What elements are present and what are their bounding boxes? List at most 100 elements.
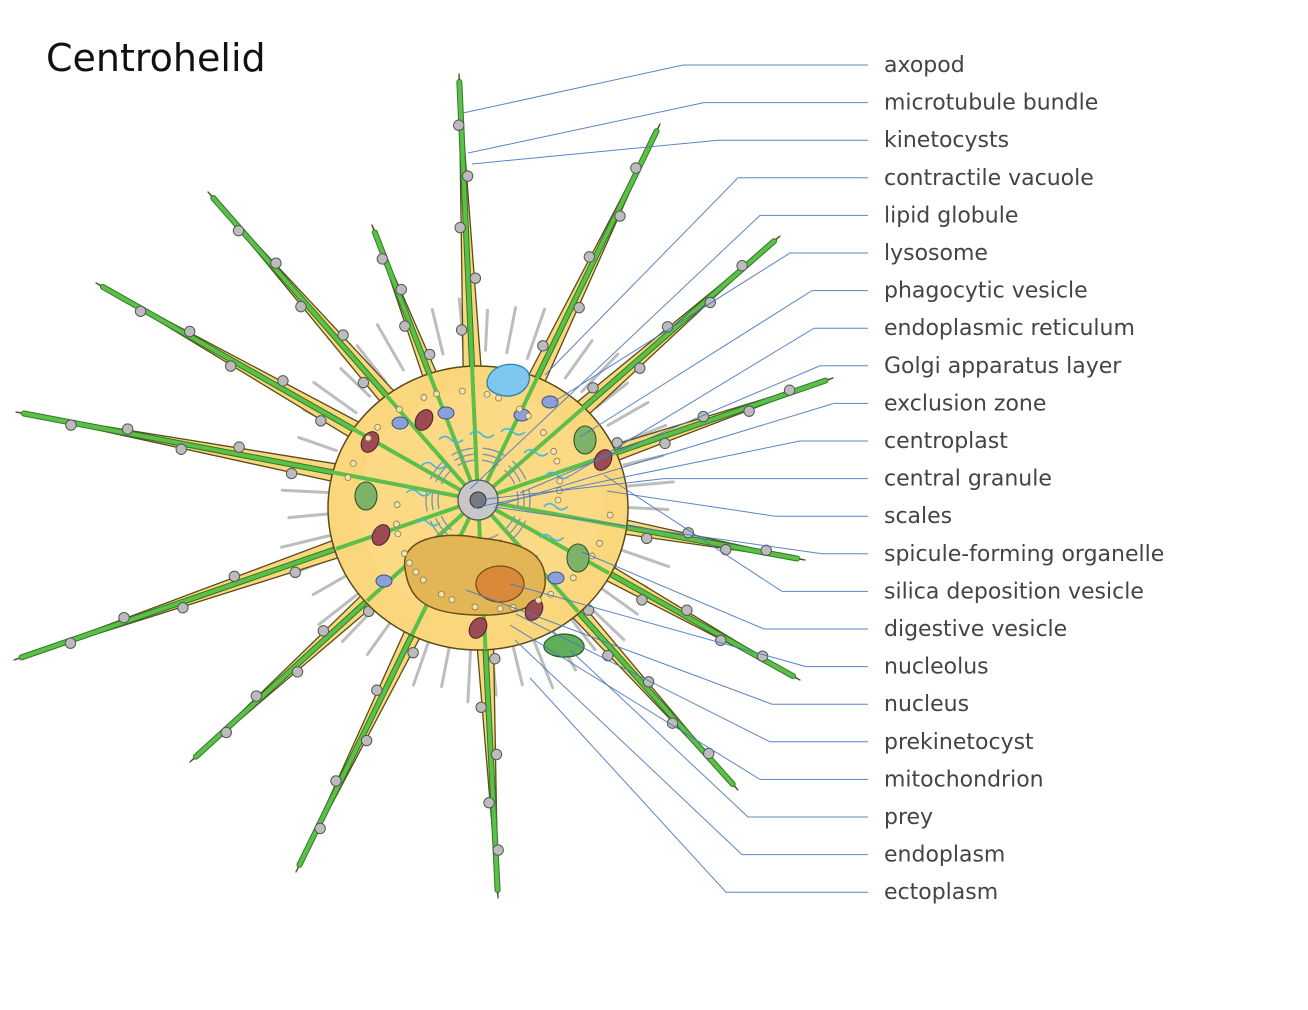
golgi-cisterna (425, 488, 428, 512)
kinetocyst (469, 272, 482, 284)
scale-spicule (531, 637, 555, 690)
cytoplasmic-granule (349, 460, 357, 467)
scale-spicule (339, 367, 372, 398)
cytoplasmic-granule (374, 423, 381, 431)
cytoplasmic-granule (496, 605, 504, 613)
endoplasmic-reticulum-tubule (469, 430, 495, 439)
kinetocyst (423, 348, 436, 361)
cytoplasmic-granule (550, 447, 558, 455)
endoplasmic-reticulum-tubule (415, 518, 441, 527)
cytoplasmic-granule (569, 574, 577, 582)
golgi-cisterna (511, 520, 527, 540)
kinetocyst (583, 251, 596, 263)
endoplasmic-reticulum-tubule (538, 533, 564, 542)
scale-spicule (626, 505, 670, 511)
endoplasmic-reticulum-tubule (421, 461, 447, 470)
golgi-cisterna (503, 469, 516, 485)
kinetocyst (270, 257, 282, 269)
cytoplasmic-granule (553, 457, 561, 465)
kinetocyst (760, 544, 772, 556)
scale-spicule (297, 435, 338, 453)
scale-spicule (317, 590, 362, 626)
golgi-cisterna (516, 491, 519, 509)
label-digestive-vesicle: digestive vesicle (884, 617, 1067, 642)
lysosome-shape (371, 524, 391, 546)
nucleolus-shape (475, 565, 525, 603)
leader-line-kinetocysts (471, 139, 868, 165)
golgi-cisterna (503, 515, 516, 531)
kinetocyst (357, 376, 370, 389)
kinetocyst (636, 594, 648, 606)
contractile-vacuole-shape (486, 363, 530, 397)
golgi-cisterna (431, 489, 434, 511)
label-nucleolus: nucleolus (884, 655, 989, 680)
kinetocyst (277, 375, 289, 387)
kinetocyst (630, 162, 642, 174)
scale-spicule (287, 512, 331, 520)
kinetocyst (659, 437, 671, 450)
kinetocyst (537, 340, 549, 352)
kinetocyst (736, 260, 748, 272)
scale-spicule (311, 573, 350, 597)
cytoplasmic-granule (393, 520, 400, 528)
kinetocyst (489, 653, 501, 665)
leader-line-exclusion-zone (495, 402, 868, 507)
leader-line-silica-deposition-vesicle (603, 474, 868, 592)
endoplasmic-reticulum-tubule (405, 489, 431, 497)
cytoplasmic-granule (419, 576, 427, 584)
scale-spicule (280, 488, 330, 495)
kinetocyst (490, 748, 503, 761)
leader-line-endoplasmic-reticulum (569, 327, 868, 477)
leader-line-phagocytic-vesicle (579, 290, 868, 438)
golgi-cisterna (511, 460, 527, 480)
leader-line-prey (569, 649, 868, 818)
label-lysosome: lysosome (884, 241, 988, 266)
leader-line-prekinetocyst (515, 613, 868, 743)
scale-spicule (375, 323, 405, 372)
label-axopod: axopod (884, 53, 965, 78)
golgi-cisterna (440, 515, 453, 531)
kinetocyst (573, 301, 585, 314)
cytoplasmic-granule (438, 590, 445, 598)
scale-spicule (606, 400, 650, 427)
cytoplasmic-granule (364, 434, 372, 442)
kinetocyst (232, 224, 245, 237)
kinetocyst (65, 419, 77, 431)
leader-line-digestive-vesicle (581, 551, 868, 630)
golgi-cisterna (507, 517, 521, 536)
axoneme-inner (469, 350, 480, 501)
kinetocyst (175, 443, 187, 455)
kinetocyst (337, 329, 349, 341)
endoplasmic-reticulum-tubule (438, 435, 464, 444)
scale-spicule (525, 307, 547, 360)
diagram-title: Centrohelid (46, 36, 266, 80)
leader-line-axopod (462, 64, 868, 114)
endoplasmic-reticulum-tubule (545, 471, 571, 480)
kinetocyst (317, 625, 330, 637)
kinetocyst (602, 649, 614, 662)
scale-spicule (598, 585, 639, 616)
kinetocyst (756, 650, 769, 662)
kinetocyst (134, 305, 147, 317)
cytoplasmic-granule (516, 405, 523, 413)
scale-spicule (483, 308, 489, 352)
golgi-cisterna (507, 464, 521, 483)
kinetocyst (220, 726, 232, 739)
cytoplasmic-granule (395, 405, 403, 413)
kinetocyst (587, 382, 599, 394)
digestive-vesicle-shape (354, 481, 378, 511)
kinetocyst (295, 300, 307, 313)
scale-spicule (466, 648, 473, 704)
lipid-globule-shape (437, 406, 455, 420)
scale-spicule (430, 307, 445, 356)
golgi-cisterna (522, 489, 525, 511)
endoplasmic-reticulum-tubule (500, 427, 526, 436)
lipid-globule-shape (391, 416, 409, 430)
cytoplasmic-granule (535, 596, 542, 604)
leader-line-microtubule-bundle (467, 102, 868, 154)
kinetocyst (315, 415, 327, 427)
kinetocyst (285, 467, 298, 480)
kinetocyst (395, 283, 407, 296)
label-spicule-forming-organelle: spicule-forming organelle (884, 542, 1164, 567)
